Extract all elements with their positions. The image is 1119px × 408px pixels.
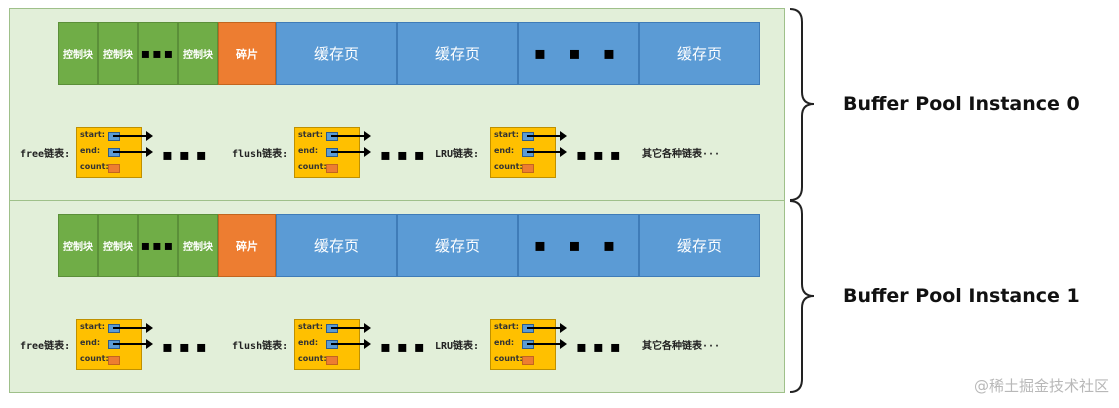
start-arrow: [113, 131, 153, 141]
end-arrow: [113, 147, 153, 157]
control-block: 控制块: [98, 22, 138, 85]
flush-list-label: flush链表:: [232, 149, 289, 160]
brace-icon: [789, 8, 815, 201]
lru-list-label: LRU链表:: [435, 341, 480, 352]
end-arrow: [113, 339, 153, 349]
list-ellipsis: ▪▪▪: [576, 145, 627, 164]
start-arrow: [527, 131, 567, 141]
control-block: 控制块: [98, 214, 138, 277]
flush-list-label: flush链表:: [232, 341, 289, 352]
count-value: [522, 164, 534, 173]
free-list-label: free链表:: [20, 341, 71, 352]
cache-page: 缓存页: [639, 22, 760, 85]
end-label: end:: [80, 338, 101, 347]
cache-page: 缓存页: [276, 214, 397, 277]
end-label: end:: [298, 338, 319, 347]
other-lists-label: 其它各种链表···: [642, 149, 721, 160]
instance-0-title: Buffer Pool Instance 0: [843, 93, 1080, 115]
other-lists-label: 其它各种链表···: [642, 341, 721, 352]
start-arrow: [113, 323, 153, 333]
cache-page: 缓存页: [639, 214, 760, 277]
count-value: [108, 164, 120, 173]
count-label: count:: [80, 354, 109, 363]
end-arrow: [527, 147, 567, 157]
list-ellipsis: ▪▪▪: [162, 337, 213, 356]
brace-icon: [789, 200, 815, 393]
end-arrow: [331, 147, 371, 157]
count-label: count:: [80, 162, 109, 171]
list-ellipsis: ▪▪▪: [576, 337, 627, 356]
list-ellipsis: ▪▪▪: [380, 337, 431, 356]
start-label: start:: [494, 130, 519, 139]
cache-page-ellipsis: ▪ ▪ ▪: [518, 214, 639, 277]
fragment-block: 碎片: [218, 214, 276, 277]
count-value: [326, 164, 338, 173]
instance-1-title: Buffer Pool Instance 1: [843, 285, 1080, 307]
buffer-pool-instance-0: 控制块 控制块 ▪▪▪ 控制块 碎片 缓存页 缓存页 ▪ ▪ ▪ 缓存页 fre…: [9, 8, 785, 201]
start-label: start:: [298, 130, 323, 139]
start-arrow: [331, 323, 371, 333]
lists-row: free链表: start: end: count: ▪▪▪ flush链表: …: [10, 315, 786, 375]
end-label: end:: [494, 338, 515, 347]
lists-row: free链表: start: end: count: ▪▪▪ flush链表: …: [10, 123, 786, 183]
control-block: 控制块: [178, 22, 218, 85]
cache-page: 缓存页: [276, 22, 397, 85]
list-ellipsis: ▪▪▪: [380, 145, 431, 164]
end-label: end:: [494, 146, 515, 155]
count-label: count:: [298, 162, 327, 171]
end-label: end:: [80, 146, 101, 155]
lru-list-label: LRU链表:: [435, 149, 480, 160]
cache-page: 缓存页: [397, 214, 518, 277]
start-label: start:: [80, 322, 105, 331]
control-block: 控制块: [58, 214, 98, 277]
watermark: @稀土掘金技术社区: [973, 377, 1109, 395]
cache-page-ellipsis: ▪ ▪ ▪: [518, 22, 639, 85]
count-value: [326, 356, 338, 365]
memory-blocks-row: 控制块 控制块 ▪▪▪ 控制块 碎片 缓存页 缓存页 ▪ ▪ ▪ 缓存页: [58, 22, 764, 85]
start-label: start:: [298, 322, 323, 331]
list-ellipsis: ▪▪▪: [162, 145, 213, 164]
count-value: [522, 356, 534, 365]
start-arrow: [527, 323, 567, 333]
control-block: 控制块: [58, 22, 98, 85]
cache-page: 缓存页: [397, 22, 518, 85]
count-label: count:: [494, 354, 523, 363]
end-arrow: [527, 339, 567, 349]
control-block-ellipsis: ▪▪▪: [138, 22, 178, 85]
count-label: count:: [298, 354, 327, 363]
control-block-ellipsis: ▪▪▪: [138, 214, 178, 277]
start-label: start:: [494, 322, 519, 331]
control-block: 控制块: [178, 214, 218, 277]
memory-blocks-row: 控制块 控制块 ▪▪▪ 控制块 碎片 缓存页 缓存页 ▪ ▪ ▪ 缓存页: [58, 214, 764, 277]
count-label: count:: [494, 162, 523, 171]
start-label: start:: [80, 130, 105, 139]
buffer-pool-instance-1: 控制块 控制块 ▪▪▪ 控制块 碎片 缓存页 缓存页 ▪ ▪ ▪ 缓存页 fre…: [9, 200, 785, 393]
count-value: [108, 356, 120, 365]
end-arrow: [331, 339, 371, 349]
start-arrow: [331, 131, 371, 141]
end-label: end:: [298, 146, 319, 155]
free-list-label: free链表:: [20, 149, 71, 160]
fragment-block: 碎片: [218, 22, 276, 85]
